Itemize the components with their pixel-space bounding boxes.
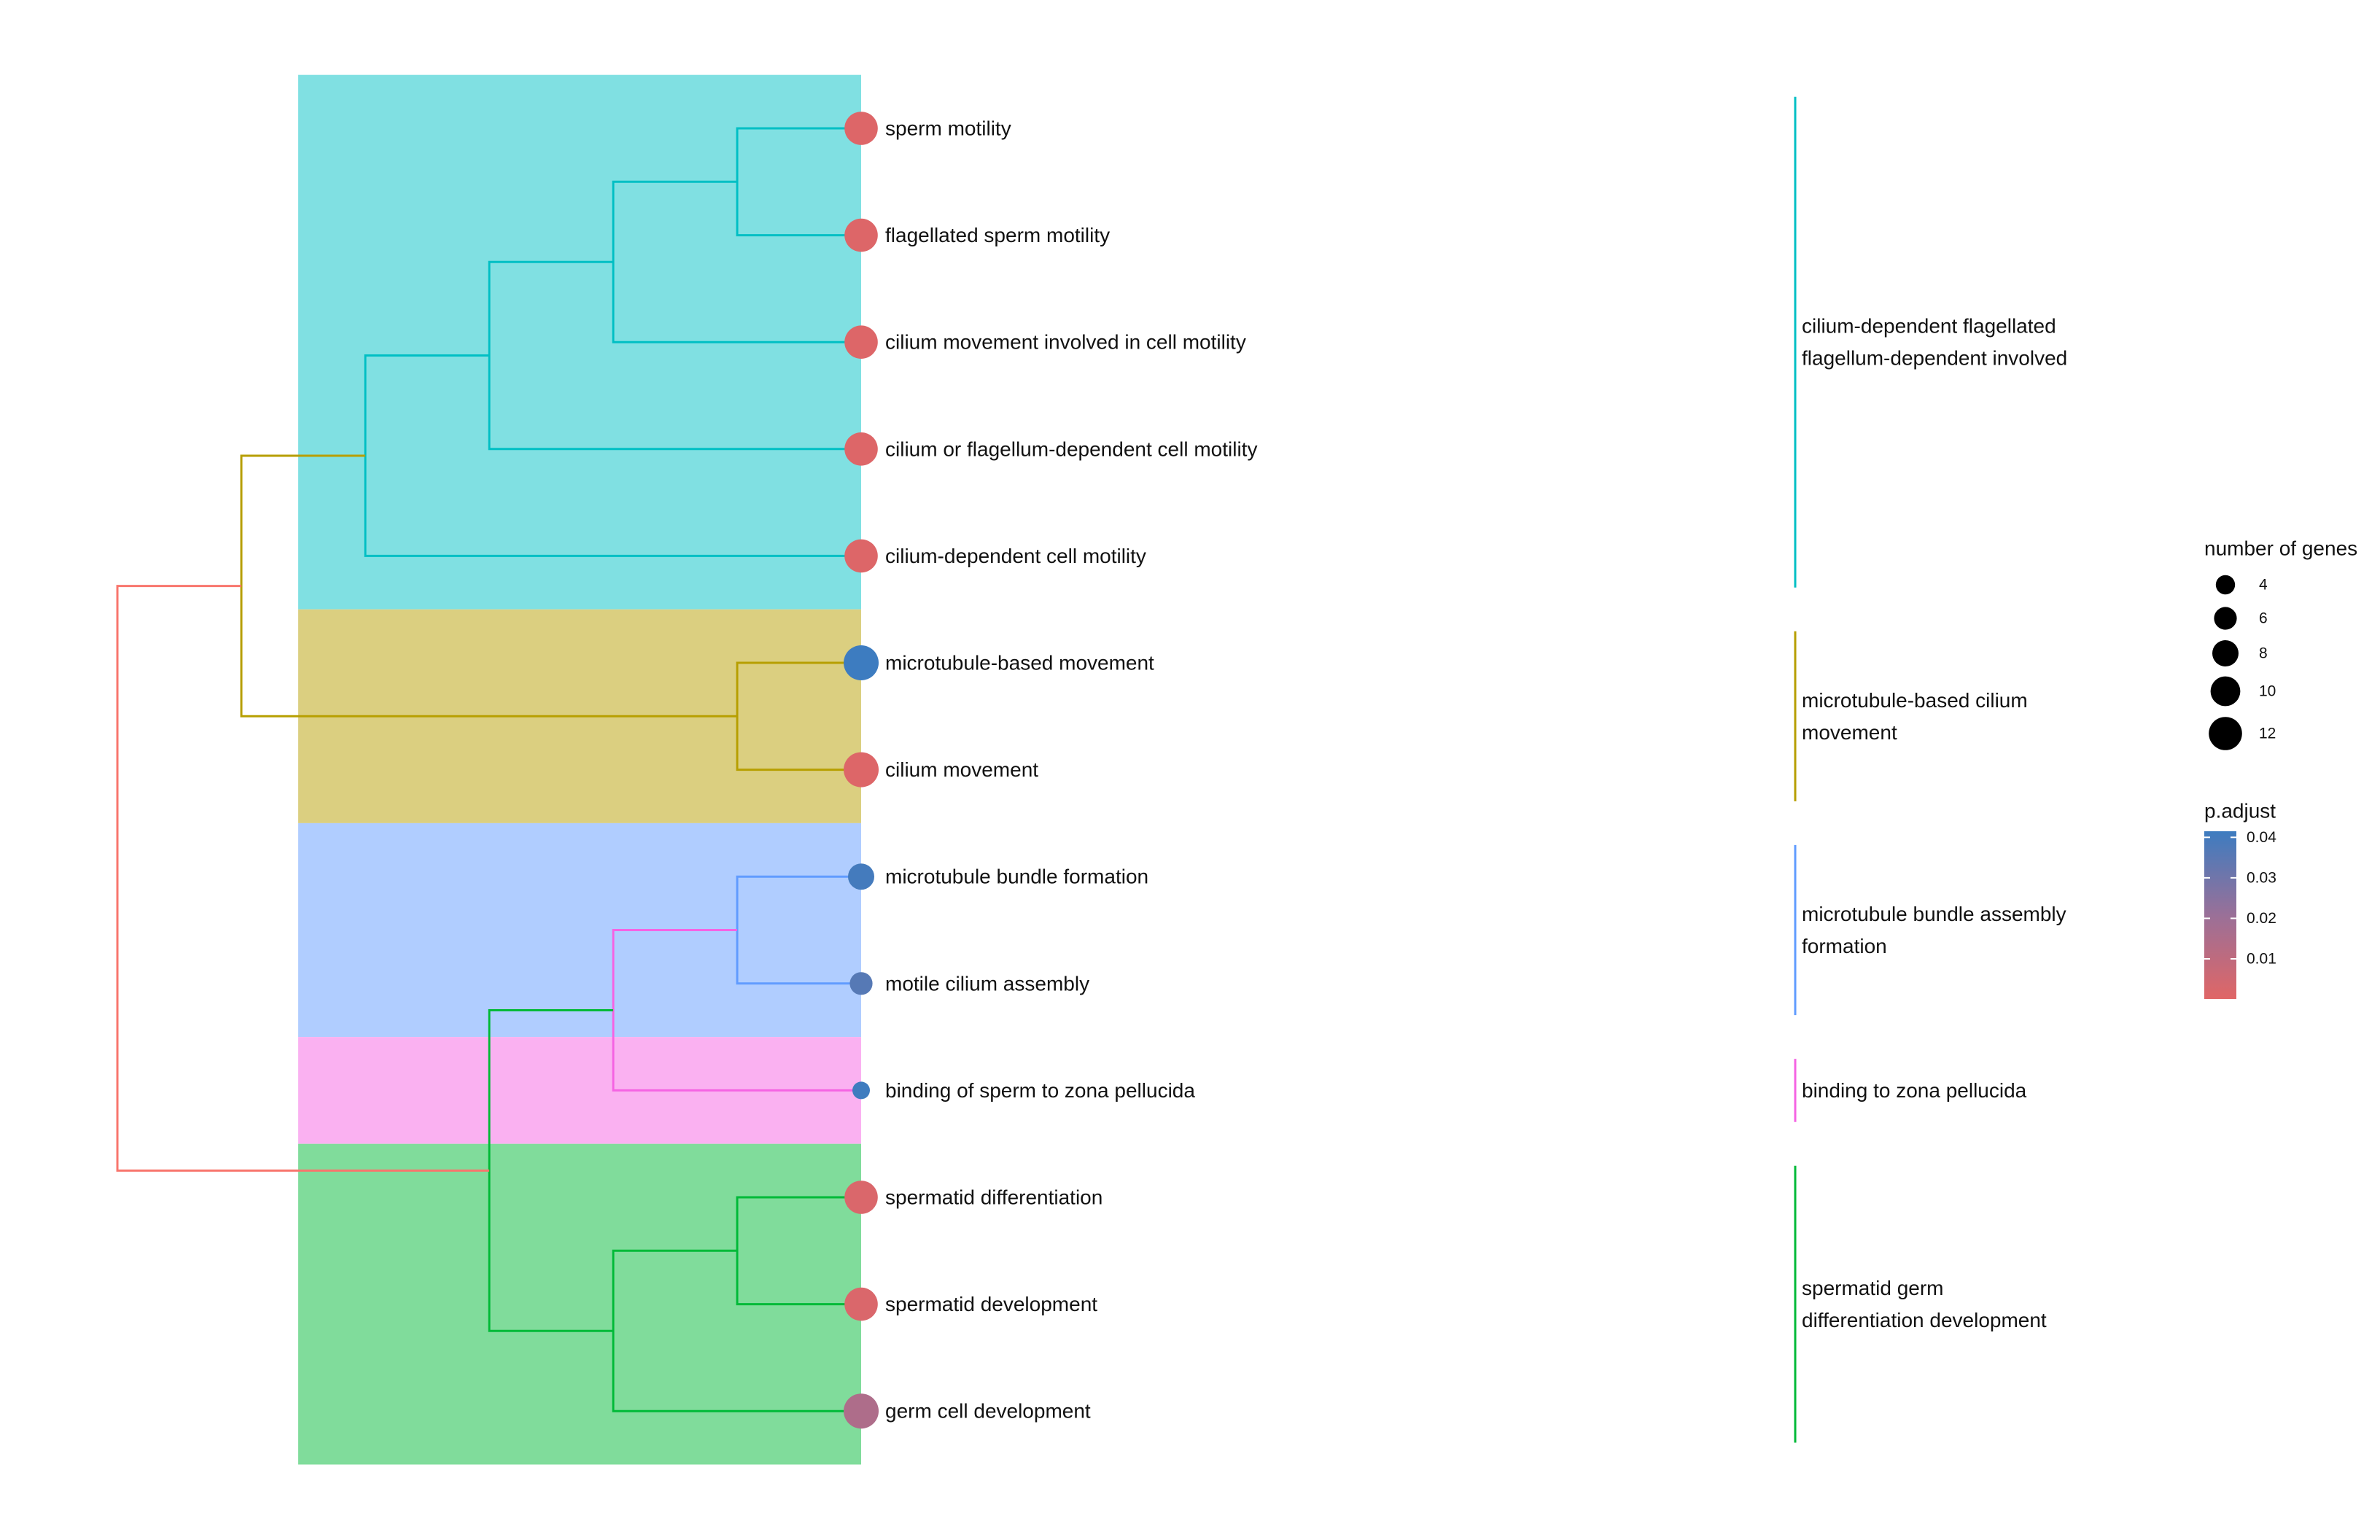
term-point bbox=[844, 645, 879, 680]
term-point bbox=[844, 1393, 879, 1429]
term-point bbox=[844, 1181, 878, 1214]
cluster-band bbox=[298, 822, 861, 1038]
term-label: sperm motility bbox=[885, 117, 1011, 140]
term-label: flagellated sperm motility bbox=[885, 224, 1110, 246]
size-legend-title: number of genes bbox=[2204, 537, 2357, 560]
term-point bbox=[849, 972, 873, 995]
cluster-label: binding to zona pellucida bbox=[1802, 1079, 2027, 1102]
size-legend-dot bbox=[2215, 575, 2236, 595]
term-point bbox=[844, 218, 878, 252]
size-legend-label: 10 bbox=[2259, 683, 2276, 700]
size-legend-dot bbox=[2210, 676, 2241, 707]
term-point bbox=[844, 325, 878, 359]
term-point bbox=[844, 1287, 878, 1321]
cluster-label: microtubule bundle assembly bbox=[1802, 903, 2066, 925]
term-label: microtubule-based movement bbox=[885, 652, 1154, 674]
term-label: cilium or flagellum-dependent cell motil… bbox=[885, 438, 1257, 460]
size-legend-dot bbox=[2212, 640, 2239, 666]
color-legend-title: p.adjust bbox=[2204, 800, 2276, 822]
term-label: cilium movement bbox=[885, 758, 1038, 781]
size-legend-label: 8 bbox=[2259, 645, 2268, 662]
term-label: cilium-dependent cell motility bbox=[885, 545, 1146, 567]
color-legend-label: 0.01 bbox=[2247, 951, 2276, 968]
term-label: motile cilium assembly bbox=[885, 972, 1089, 995]
color-legend-bar bbox=[2204, 831, 2236, 999]
color-legend-label: 0.03 bbox=[2247, 869, 2276, 886]
size-legend-label: 12 bbox=[2259, 726, 2276, 742]
term-point bbox=[844, 432, 878, 466]
cluster-label: flagellum-dependent involved bbox=[1802, 347, 2067, 370]
size-legend: number of genes 4 6 8 10 12 bbox=[2204, 537, 2357, 750]
cluster-label: cilium-dependent flagellated bbox=[1802, 315, 2056, 338]
term-point bbox=[844, 752, 879, 788]
term-label: microtubule bundle formation bbox=[885, 866, 1148, 888]
size-legend-label: 6 bbox=[2259, 610, 2268, 627]
term-labels: sperm motility flagellated sperm motility… bbox=[885, 117, 1257, 1423]
cluster-label: differentiation development bbox=[1802, 1309, 2047, 1331]
size-legend-label: 4 bbox=[2259, 577, 2268, 594]
cluster-bands bbox=[298, 74, 861, 1465]
dendrogram-branch bbox=[116, 585, 489, 1172]
term-label: binding of sperm to zona pellucida bbox=[885, 1079, 1195, 1102]
term-label: spermatid development bbox=[885, 1293, 1097, 1315]
size-legend-dot bbox=[2214, 607, 2237, 630]
cluster-annotations: cilium-dependent flagellated flagellum-de… bbox=[1794, 96, 2067, 1443]
term-label: cilium movement involved in cell motilit… bbox=[885, 331, 1246, 354]
term-points bbox=[844, 112, 879, 1429]
dendrogram bbox=[116, 127, 861, 1412]
color-legend: p.adjust 0.01 0.02 0.03 0.04 bbox=[2204, 800, 2276, 999]
cluster-label: formation bbox=[1802, 935, 1887, 957]
term-point bbox=[848, 863, 874, 890]
size-legend-dot bbox=[2209, 717, 2242, 750]
term-point bbox=[852, 1081, 870, 1100]
term-point bbox=[844, 112, 878, 145]
color-legend-label: 0.02 bbox=[2247, 910, 2276, 927]
cluster-label: microtubule-based cilium bbox=[1802, 689, 2028, 712]
term-label: germ cell development bbox=[885, 1400, 1091, 1423]
term-label: spermatid differentiation bbox=[885, 1186, 1102, 1209]
term-point bbox=[844, 539, 878, 573]
cluster-label: spermatid germ bbox=[1802, 1277, 1944, 1299]
cluster-label: movement bbox=[1802, 721, 1897, 744]
color-legend-label: 0.04 bbox=[2247, 829, 2276, 846]
